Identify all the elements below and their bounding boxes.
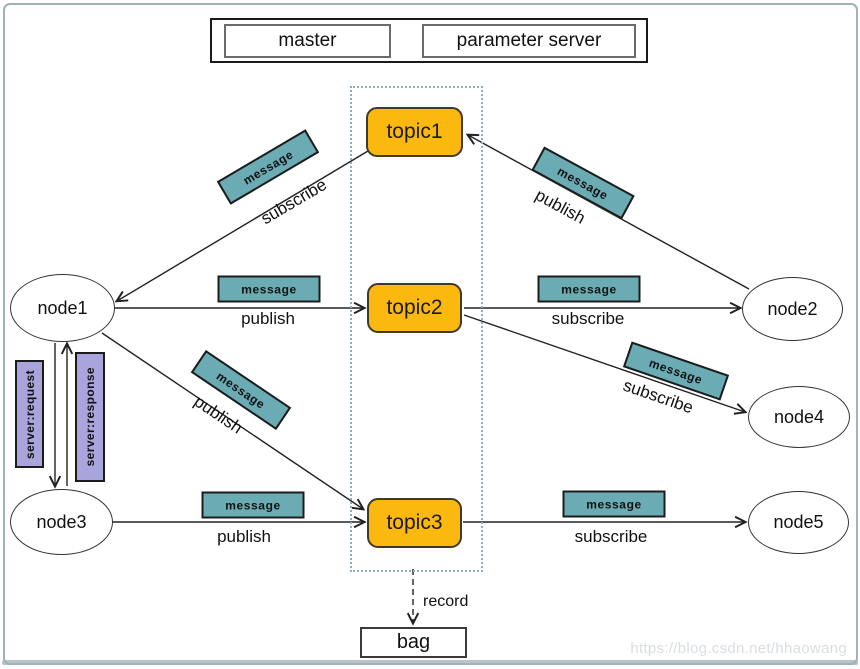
- node2-label: node2: [767, 298, 818, 319]
- message-label: message: [586, 497, 642, 511]
- master-box: master: [224, 23, 391, 58]
- master-label: master: [278, 29, 337, 51]
- message-tag: message: [201, 491, 305, 519]
- edge-verb-subscribe: subscribe: [574, 527, 648, 546]
- legend-group: master parameter server: [210, 18, 648, 63]
- service-response-box: server:response: [75, 352, 105, 482]
- message-tag: message: [562, 490, 666, 518]
- message-label: message: [241, 282, 297, 296]
- topic3-label: topic3: [386, 511, 443, 534]
- message-tag: message: [537, 275, 641, 303]
- node1-label: node1: [37, 297, 88, 318]
- bag-box: bag: [360, 627, 467, 658]
- topic2-label: topic2: [386, 296, 443, 319]
- bag-label: bag: [396, 631, 431, 653]
- node4-label: node4: [773, 406, 825, 427]
- record-arrow-label: record: [423, 593, 469, 610]
- node-node3: node3: [10, 489, 113, 555]
- message-label: message: [225, 498, 281, 512]
- watermark-url: https://blog.csdn.net/hhaowang: [630, 640, 847, 657]
- service-request-label: server:request: [22, 369, 37, 459]
- node5-label: node5: [773, 512, 824, 532]
- node-node4: node4: [748, 386, 850, 448]
- node-node2: node2: [742, 277, 843, 341]
- edge-verb-subscribe: subscribe: [551, 309, 625, 328]
- message-tag: message: [217, 275, 321, 303]
- node-node5: node5: [748, 491, 849, 554]
- topic-topic3: topic3: [367, 498, 462, 548]
- service-request-box: server:request: [15, 360, 44, 468]
- service-response-label: server:response: [83, 367, 97, 467]
- node-node1: node1: [10, 274, 115, 342]
- topic1-label: topic1: [386, 120, 443, 143]
- parameter-server-label: parameter server: [456, 29, 602, 51]
- node3-label: node3: [36, 511, 87, 532]
- edge-verb-publish: publish: [217, 527, 271, 546]
- parameter-server-box: parameter server: [421, 23, 636, 58]
- topic-topic2: topic2: [367, 283, 462, 333]
- message-label: message: [561, 282, 617, 296]
- topics-group-outline: [350, 86, 483, 572]
- page-border-bottom: [2, 660, 858, 665]
- topic-topic1: topic1: [366, 107, 463, 157]
- edge-verb-publish: publish: [241, 309, 295, 328]
